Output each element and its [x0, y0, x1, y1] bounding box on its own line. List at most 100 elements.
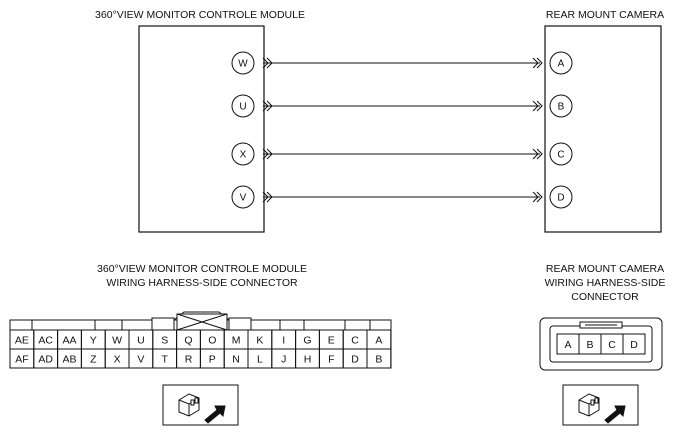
connector-cell: B [366, 348, 392, 369]
module-pin: U [231, 94, 255, 118]
connector-cell-label: I [282, 335, 285, 347]
module-pin: V [231, 185, 255, 209]
camera-pin: B [549, 94, 573, 118]
camera-pin-label: A [558, 59, 565, 70]
camera-connector-view-icon [562, 384, 639, 426]
connector-cell: AC [33, 329, 59, 350]
connector-cell-label: M [232, 335, 241, 347]
module-connector-title-line1: 360°VIEW MONITOR CONTROLE MODULE [97, 263, 307, 275]
connector-cell: M [223, 329, 249, 350]
connector-cell-label: D [351, 354, 359, 366]
connector-cell: D [342, 348, 368, 369]
connector-cell: A [366, 329, 392, 350]
connector-cell-label: P [209, 354, 216, 366]
connector-cell-label: R [185, 354, 193, 366]
camera-connector-cell-label: B [586, 339, 593, 351]
camera-connector-title-line2: WIRING HARNESS-SIDE [545, 277, 666, 289]
connector-cell-label: O [208, 335, 216, 347]
camera-connector-cell: A [556, 333, 580, 355]
connector-cell: W [104, 329, 130, 350]
connector-cell-label: H [304, 354, 312, 366]
module-box [138, 25, 265, 233]
connector-cell-label: S [161, 335, 168, 347]
module-title: 360°VIEW MONITOR CONTROLE MODULE [95, 9, 305, 21]
camera-connector-cell: B [578, 333, 602, 355]
connector-cell-label: Z [90, 354, 97, 366]
connector-cell-label: W [112, 335, 122, 347]
connector-cell: G [295, 329, 320, 350]
camera-pin: A [549, 51, 573, 75]
connector-cell: N [223, 348, 249, 369]
camera-pin: C [549, 142, 573, 166]
camera-pin-label: B [558, 102, 565, 113]
connector-cell-label: X [114, 354, 121, 366]
connector-cell: AA [57, 329, 82, 350]
connector-cell: P [199, 348, 225, 369]
connector-cell-label: AE [15, 335, 29, 347]
camera-pin-label: C [557, 150, 564, 161]
camera-connector-cell-label: A [564, 339, 571, 351]
connector-cell-label: F [328, 354, 334, 366]
camera-connector-cell: C [600, 333, 624, 355]
module-pin-label: V [240, 193, 247, 204]
connector-cell-label: AC [38, 335, 53, 347]
connector-cell: U [128, 329, 154, 350]
connector-cell: AE [9, 329, 35, 350]
connector-cell-label: AB [62, 354, 76, 366]
connector-cell: AD [33, 348, 59, 369]
connector-cell-label: J [281, 354, 286, 366]
connector-cell: V [128, 348, 154, 369]
module-connector [9, 311, 392, 369]
camera-connector-cell-label: D [630, 339, 638, 351]
connector-cell: J [271, 348, 297, 369]
connector-cell-label: K [256, 335, 263, 347]
camera-pin-label: D [557, 193, 564, 204]
camera-connector-title-line1: REAR MOUNT CAMERA [546, 263, 664, 275]
connector-cell-label: AF [15, 354, 28, 366]
connector-cell: K [247, 329, 273, 350]
connector-cell: Y [80, 329, 106, 350]
connector-cell-label: T [161, 354, 168, 366]
camera-connector-cell: D [622, 333, 646, 355]
connector-cell: R [176, 348, 201, 369]
connector-cell: AB [57, 348, 82, 369]
module-connector-view-icon [162, 384, 239, 426]
connector-cell: Z [80, 348, 106, 369]
camera-connector-title-line3: CONNECTOR [571, 291, 639, 303]
connector-cell: X [104, 348, 130, 369]
connector-cell-label: G [303, 335, 311, 347]
connector-cell: AF [9, 348, 35, 369]
connector-cell-label: U [137, 335, 145, 347]
connector-cell: O [199, 329, 225, 350]
connector-cell-label: Y [90, 335, 97, 347]
connector-cell-label: L [257, 354, 263, 366]
connector-cell-label: E [328, 335, 335, 347]
connector-cell: L [247, 348, 273, 369]
module-pin-label: X [240, 150, 247, 161]
connector-cell-label: A [375, 335, 382, 347]
camera-title: REAR MOUNT CAMERA [546, 9, 664, 21]
module-pin-label: U [239, 102, 246, 113]
module-pin: W [231, 51, 255, 75]
camera-connector-cells: A B C D [556, 333, 646, 355]
module-pin-label: W [238, 59, 248, 70]
camera-connector [539, 317, 663, 371]
camera-connector-cell-label: C [608, 339, 616, 351]
connector-cell-label: C [351, 335, 359, 347]
connector-cell: E [318, 329, 344, 350]
connector-cell-label: AA [62, 335, 76, 347]
connector-cell-label: V [137, 354, 144, 366]
connector-cell: Q [176, 329, 201, 350]
connector-cell: S [152, 329, 178, 350]
connector-cell: T [152, 348, 178, 369]
connector-cell-label: N [232, 354, 240, 366]
connector-cell: F [318, 348, 344, 369]
connector-cell-label: AD [38, 354, 53, 366]
